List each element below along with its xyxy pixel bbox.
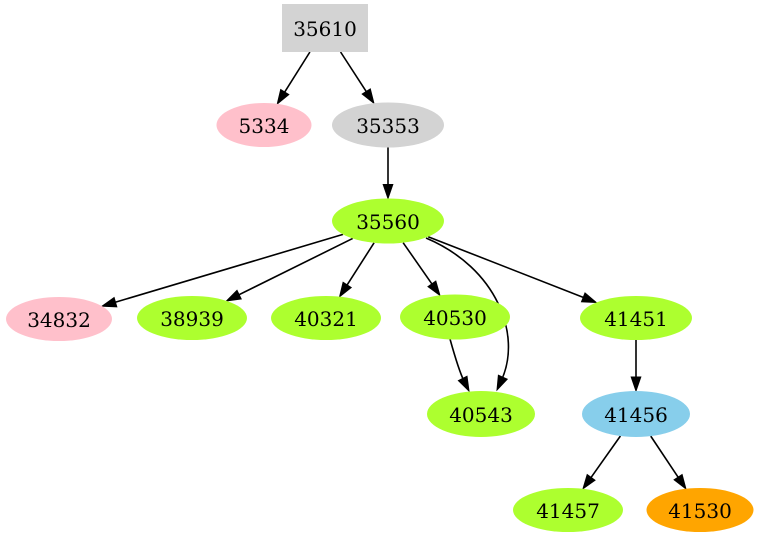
node-5334 [216,103,312,147]
node-34832 [6,297,112,341]
arrowhead-35610-5334 [276,88,290,106]
edge-41456-41530 [650,435,680,480]
node-label-40530: 40530 [423,306,487,330]
node-label-41456: 41456 [604,403,668,427]
node-label-41530: 41530 [668,499,732,523]
arrowhead-35353-35560 [382,184,394,201]
edge-35560-34832 [113,233,344,304]
arrowhead-35560-40321 [338,281,353,298]
arrowhead-41456-41457 [582,473,596,491]
arrowhead-35560-40543 [496,374,509,392]
node-41456 [582,391,690,437]
node-35560 [332,198,444,244]
node-41457 [513,488,623,532]
node-label-34832: 34832 [27,308,91,332]
node-label-35610: 35610 [293,17,357,41]
node-35353 [332,102,444,148]
edge-35560-40530 [402,242,434,286]
node-35610 [282,4,368,52]
node-label-35560: 35560 [356,210,420,234]
node-41530 [646,488,754,532]
edge-40530-40543 [449,338,465,382]
arrowhead-40530-40543 [457,375,470,393]
edge-35560-38939 [236,237,354,297]
node-41451 [580,296,692,340]
edge-35560-40321 [345,242,375,288]
arrowhead-35560-41451 [580,292,598,304]
node-40543 [427,391,535,437]
node-40530 [400,294,510,340]
arrowhead-41456-41530 [673,473,687,491]
edge-41456-41457 [589,435,622,480]
edge-35610-35353 [339,51,368,94]
arrowhead-41451-41456 [630,376,642,393]
edge-35560-41451 [427,235,586,299]
arrowhead-35560-40530 [427,280,441,297]
edge-35610-5334 [282,51,311,95]
node-38939 [137,296,247,340]
arrowhead-35560-38939 [225,289,242,302]
node-label-35353: 35353 [356,114,420,138]
arrowhead-35560-34832 [100,296,118,308]
node-label-5334: 5334 [239,114,290,138]
node-label-40543: 40543 [449,403,513,427]
arrowhead-35610-35353 [361,88,375,105]
node-label-38939: 38939 [160,307,224,331]
node-label-41451: 41451 [604,307,668,331]
node-40321 [271,296,381,340]
node-label-40321: 40321 [294,307,358,331]
node-label-41457: 41457 [536,499,600,523]
